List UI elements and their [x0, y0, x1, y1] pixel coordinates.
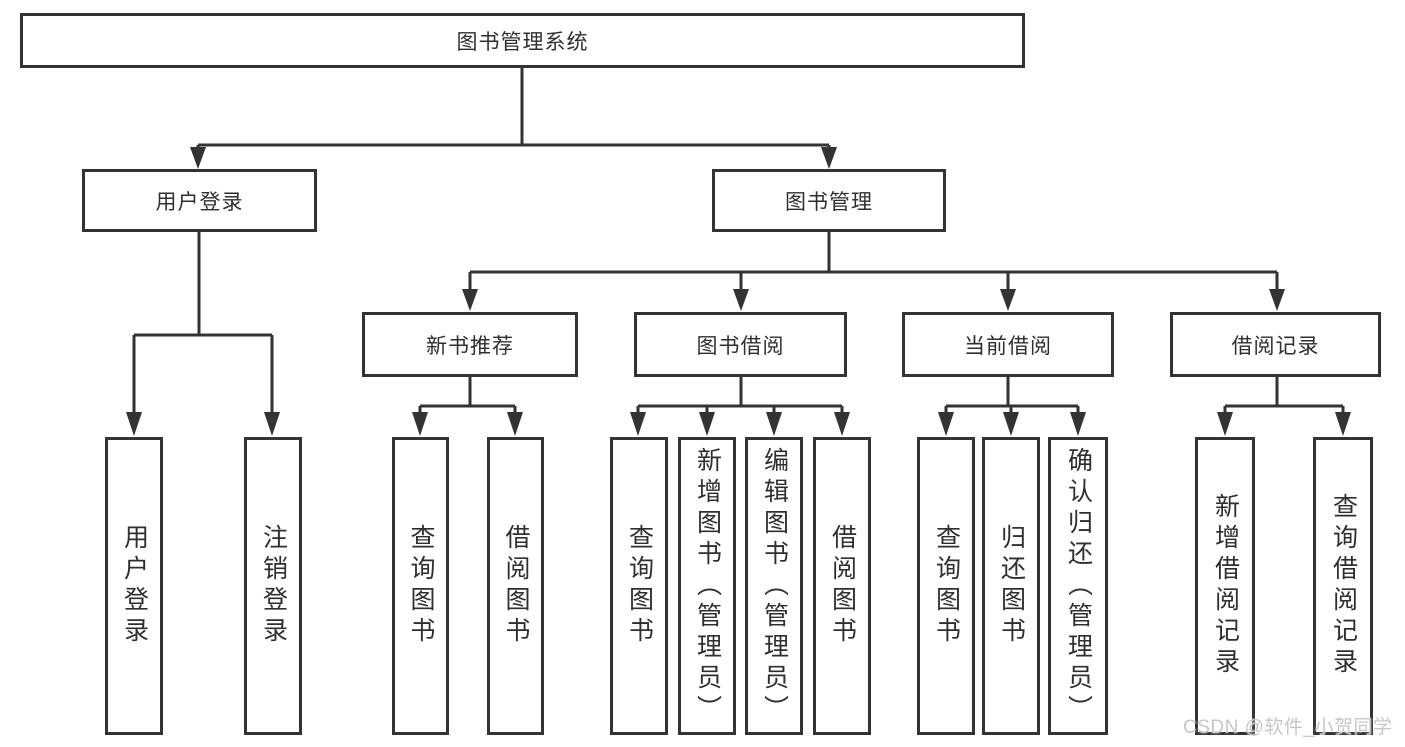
node-label: 图书管理系统 — [456, 30, 589, 54]
arrowhead — [630, 412, 646, 436]
node-label: 确认归还（管理员） — [1064, 446, 1093, 726]
connector-root — [196, 66, 831, 148]
leaf-user-login: 用户登录 — [105, 437, 163, 735]
node-label: 用户登录 — [155, 190, 244, 214]
node-user-login: 用户登录 — [82, 169, 317, 232]
arrowhead — [821, 147, 837, 169]
arrowhead — [126, 412, 142, 436]
node-label: 编辑图书（管理员） — [760, 446, 789, 726]
leaf-query-books-current: 查询图书 — [917, 437, 975, 735]
node-label: 归还图书 — [997, 524, 1026, 648]
node-label: 查询图书 — [407, 524, 435, 648]
arrowhead — [264, 412, 280, 436]
leaf-query-borrow-record: 查询借阅记录 — [1313, 437, 1373, 735]
node-label: 查询图书 — [625, 524, 654, 648]
node-label: 新增借阅记录 — [1211, 493, 1240, 679]
leaf-logout: 注销登录 — [244, 437, 302, 735]
csdn-watermark: CSDN @软件_小贺同学 — [1183, 717, 1393, 738]
node-label: 新增图书（管理员） — [693, 446, 722, 726]
leaf-add-borrow-record: 新增借阅记录 — [1195, 437, 1255, 735]
node-label: 查询图书 — [932, 524, 961, 648]
leaf-query-books-recommend: 查询图书 — [392, 437, 449, 735]
node-label: 注销登录 — [259, 524, 288, 648]
node-book-management: 图书管理 — [712, 169, 946, 232]
arrowhead — [699, 412, 715, 436]
arrowhead — [1335, 412, 1351, 436]
leaf-add-book-admin: 新增图书（管理员） — [678, 437, 736, 735]
arrowhead — [412, 412, 428, 436]
arrowhead — [462, 289, 478, 311]
arrowhead — [1217, 412, 1233, 436]
node-borrow-records: 借阅记录 — [1170, 312, 1381, 377]
connector-user-login — [132, 231, 274, 414]
connector-book-borrow — [636, 375, 844, 414]
node-label: 借阅图书 — [828, 524, 857, 648]
connector-new-book-recommend — [418, 375, 517, 414]
node-label: 新书推荐 — [426, 334, 514, 358]
connector-current-borrow — [944, 375, 1080, 414]
node-label: 借阅图书 — [502, 524, 530, 648]
leaf-borrow-books: 借阅图书 — [813, 437, 871, 735]
arrowhead — [733, 289, 749, 311]
node-label: 当前借阅 — [964, 334, 1052, 358]
arrowhead — [834, 412, 850, 436]
connector-book-management — [468, 231, 1279, 290]
leaf-return-book: 归还图书 — [982, 437, 1040, 735]
arrowhead — [1070, 412, 1086, 436]
node-label: 用户登录 — [120, 524, 149, 648]
node-label: 图书管理 — [785, 190, 873, 214]
node-label: 借阅记录 — [1231, 334, 1320, 358]
node-label: 图书借阅 — [696, 334, 785, 358]
connector-borrow-records — [1223, 375, 1345, 414]
node-new-book-recommend: 新书推荐 — [362, 312, 578, 377]
arrowhead — [766, 412, 782, 436]
node-book-borrow: 图书借阅 — [634, 312, 847, 377]
arrowhead — [938, 412, 954, 436]
arrowhead — [1000, 289, 1016, 311]
leaf-confirm-return-admin: 确认归还（管理员） — [1048, 437, 1108, 735]
arrowhead — [507, 412, 523, 436]
arrowhead — [1003, 412, 1019, 436]
leaf-query-books-borrow: 查询图书 — [610, 437, 668, 735]
node-library-management-system: 图书管理系统 — [20, 13, 1025, 68]
node-current-borrow: 当前借阅 — [902, 312, 1114, 377]
leaf-edit-book-admin: 编辑图书（管理员） — [745, 437, 803, 735]
node-label: 查询借阅记录 — [1329, 493, 1358, 679]
arrowhead — [190, 147, 206, 169]
leaf-borrow-books-recommend: 借阅图书 — [487, 437, 544, 735]
arrowhead — [1269, 289, 1285, 311]
